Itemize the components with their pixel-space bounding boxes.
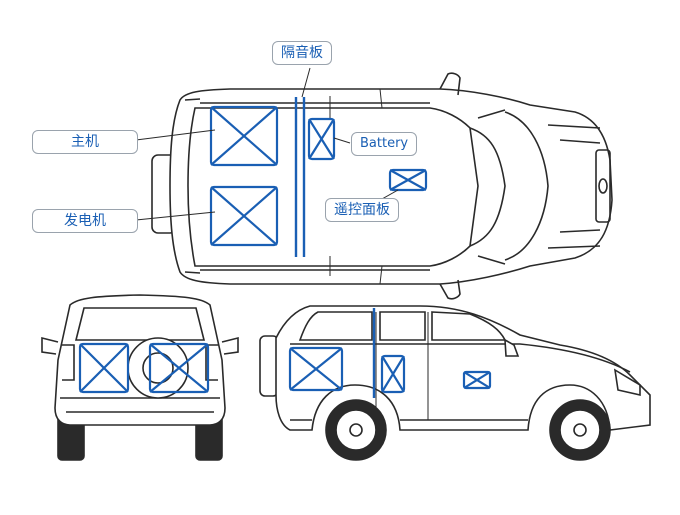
side-view-vehicle [259, 305, 651, 461]
side-view-rear-box [288, 346, 344, 392]
top-view-remote-panel-box [388, 168, 428, 192]
top-view-generator-box [209, 185, 279, 247]
partition-label: 隔音板 [272, 41, 332, 65]
remote-panel-label: 遥控面板 [325, 198, 399, 222]
label-leader-lines [135, 67, 399, 221]
rear-view-generator-box [148, 342, 210, 394]
rear-view-host-box [78, 342, 130, 394]
host-label: 主机 [32, 130, 138, 154]
side-view-battery-box [380, 354, 406, 394]
top-view-battery-box [307, 117, 336, 161]
side-view-remote-panel-box [462, 370, 492, 390]
generator-label: 发电机 [32, 209, 138, 233]
battery-label: Battery [351, 132, 418, 156]
top-view-partition-line [294, 97, 306, 257]
top-view-host-box [209, 105, 279, 167]
